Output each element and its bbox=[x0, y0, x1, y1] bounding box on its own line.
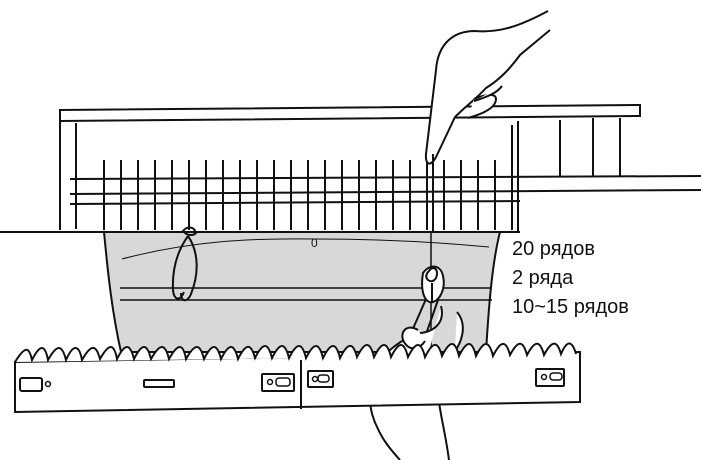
label-10-15-rows: 10~15 рядов bbox=[512, 293, 697, 322]
knitting-machine-bed bbox=[0, 105, 701, 232]
row-annotations: 20 рядов 2 ряда 10~15 рядов bbox=[512, 235, 697, 322]
comb-weight-bar bbox=[15, 344, 580, 413]
svg-text:0: 0 bbox=[311, 236, 318, 250]
label-2-rows: 2 ряда bbox=[512, 264, 697, 293]
label-20-rows: 20 рядов bbox=[512, 235, 697, 264]
